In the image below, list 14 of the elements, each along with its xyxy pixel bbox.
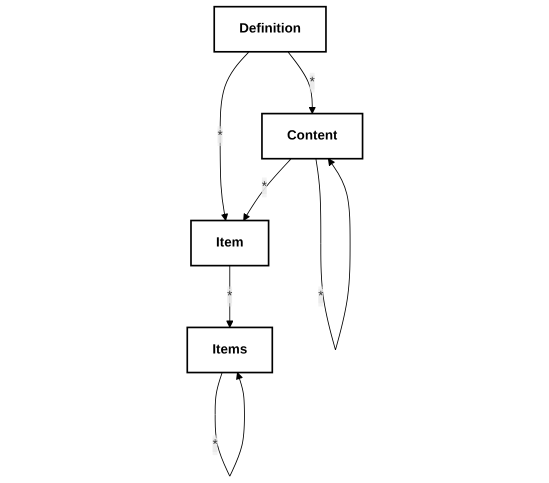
edge-label: * — [217, 128, 222, 143]
edge-label: * — [261, 180, 267, 194]
edge-label: * — [226, 289, 232, 304]
node-box: Content — [260, 112, 363, 160]
node-box: Item — [190, 220, 269, 266]
edge-label: * — [212, 438, 218, 452]
edge-label: * — [309, 75, 314, 90]
arrow — [214, 372, 244, 477]
arrow — [219, 51, 250, 221]
node-box: Definition — [212, 6, 326, 53]
node-box: Items — [186, 326, 273, 374]
edge-label: * — [318, 289, 323, 304]
arrow — [242, 158, 292, 221]
arrow — [315, 158, 350, 350]
